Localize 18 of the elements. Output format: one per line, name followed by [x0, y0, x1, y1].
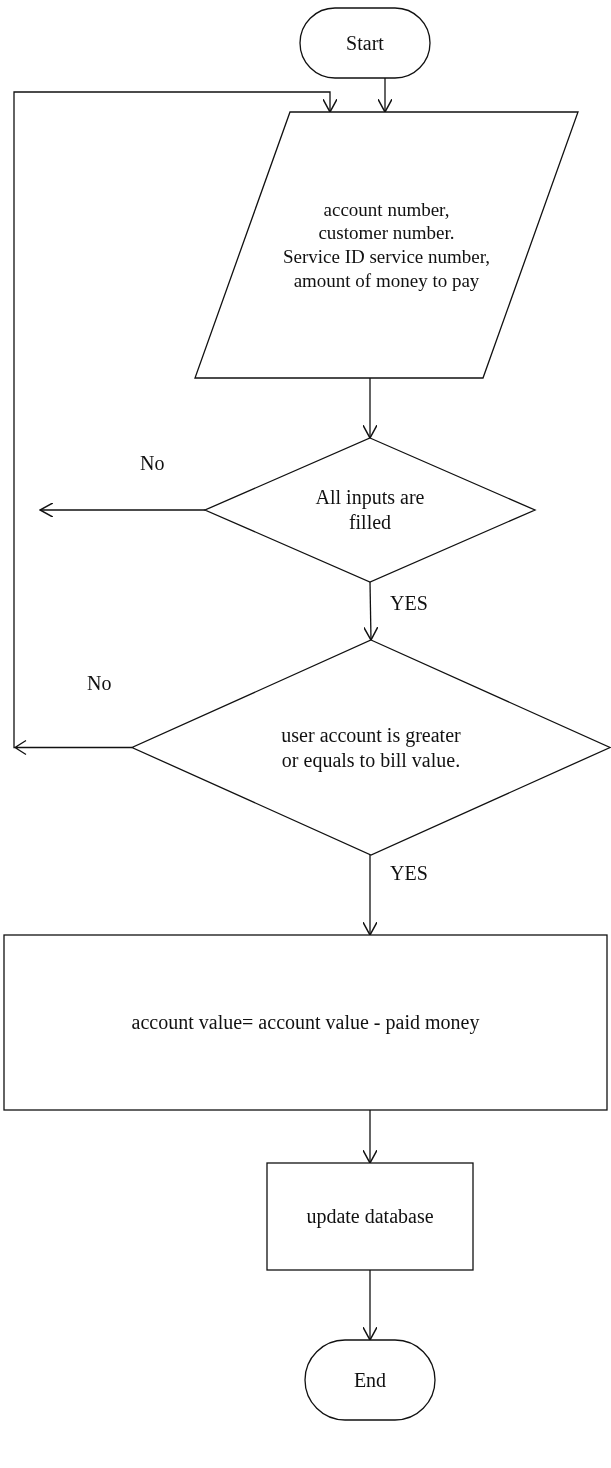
node-text: Service ID service number, [282, 245, 491, 269]
arrow [362, 377, 378, 439]
arrow [363, 581, 379, 641]
node-text: End [353, 1367, 387, 1393]
node-text: amount of money to pay [293, 268, 480, 293]
arrow [39, 502, 206, 518]
arrow [362, 1109, 378, 1164]
node-text: account number, [323, 197, 450, 222]
arrow [362, 1269, 378, 1341]
arrow [377, 77, 393, 113]
arrow [362, 854, 378, 936]
node-text: user account is greater or equals to bill value. [280, 722, 462, 773]
node-text: All inputs are filled [314, 485, 426, 535]
arrow [13, 91, 338, 756]
node-text: customer number. [318, 221, 455, 245]
node-text: account value= account value - paid money [131, 1010, 480, 1035]
node-text: update database [306, 1204, 434, 1229]
node-text: Start [346, 30, 384, 56]
